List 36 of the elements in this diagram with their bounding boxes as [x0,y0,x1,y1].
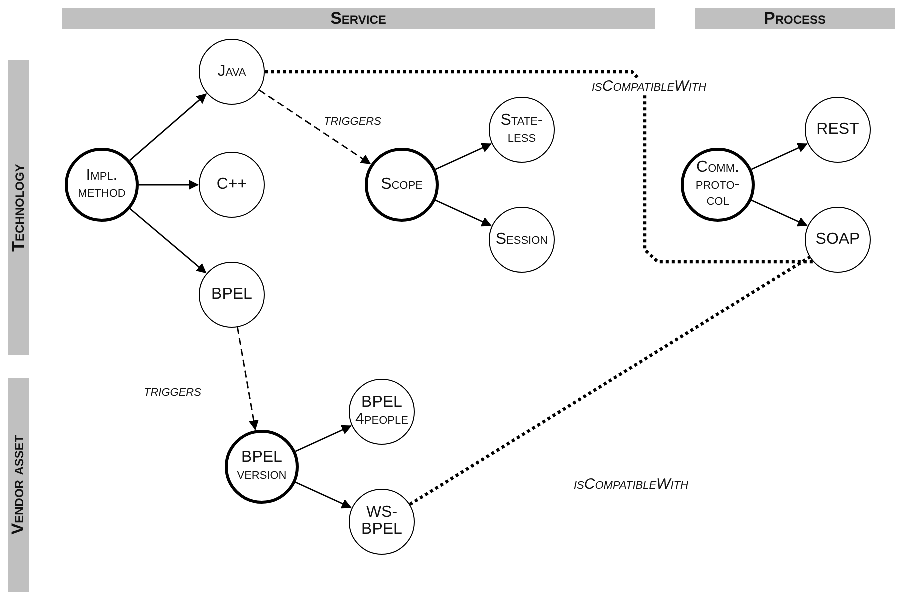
node-label: WS-BPEL [360,505,404,539]
arrow [139,180,199,190]
node-label: Scope [380,176,424,194]
arrow [129,94,208,162]
arrow [295,482,352,509]
category-band [8,378,29,592]
node-label: Impl. method [77,168,127,202]
arrow [130,208,207,274]
node-label: Java [216,64,248,80]
band-heading: Vendor asset [8,435,28,535]
node-label: REST [816,122,860,138]
node-label: State-less [500,113,544,147]
node-label: C++ [216,176,248,194]
node-label: SOAP [814,232,862,248]
category-band [8,60,29,355]
band-heading: Service [330,8,386,28]
arrow [237,327,259,431]
node-label: BPEL [210,286,254,304]
concept-circle [199,39,265,105]
node-label: Session [494,232,550,248]
connector-line [265,70,814,264]
category-band [62,8,655,29]
node-label: BPEL 4people [354,395,410,429]
edge-label: isCompatibleWith [590,78,708,95]
arrow [751,143,808,170]
band-heading: Technology [8,164,28,252]
arrow [259,90,372,165]
node-label: BPEL version [236,450,288,484]
connector-line [409,256,811,506]
arrow [435,200,492,227]
category-band [695,8,895,29]
arrow [295,425,352,452]
arrow [751,200,808,227]
band-heading: Process [764,8,826,28]
arrow [435,143,492,170]
node-label: Comm. proto-col [694,160,742,210]
